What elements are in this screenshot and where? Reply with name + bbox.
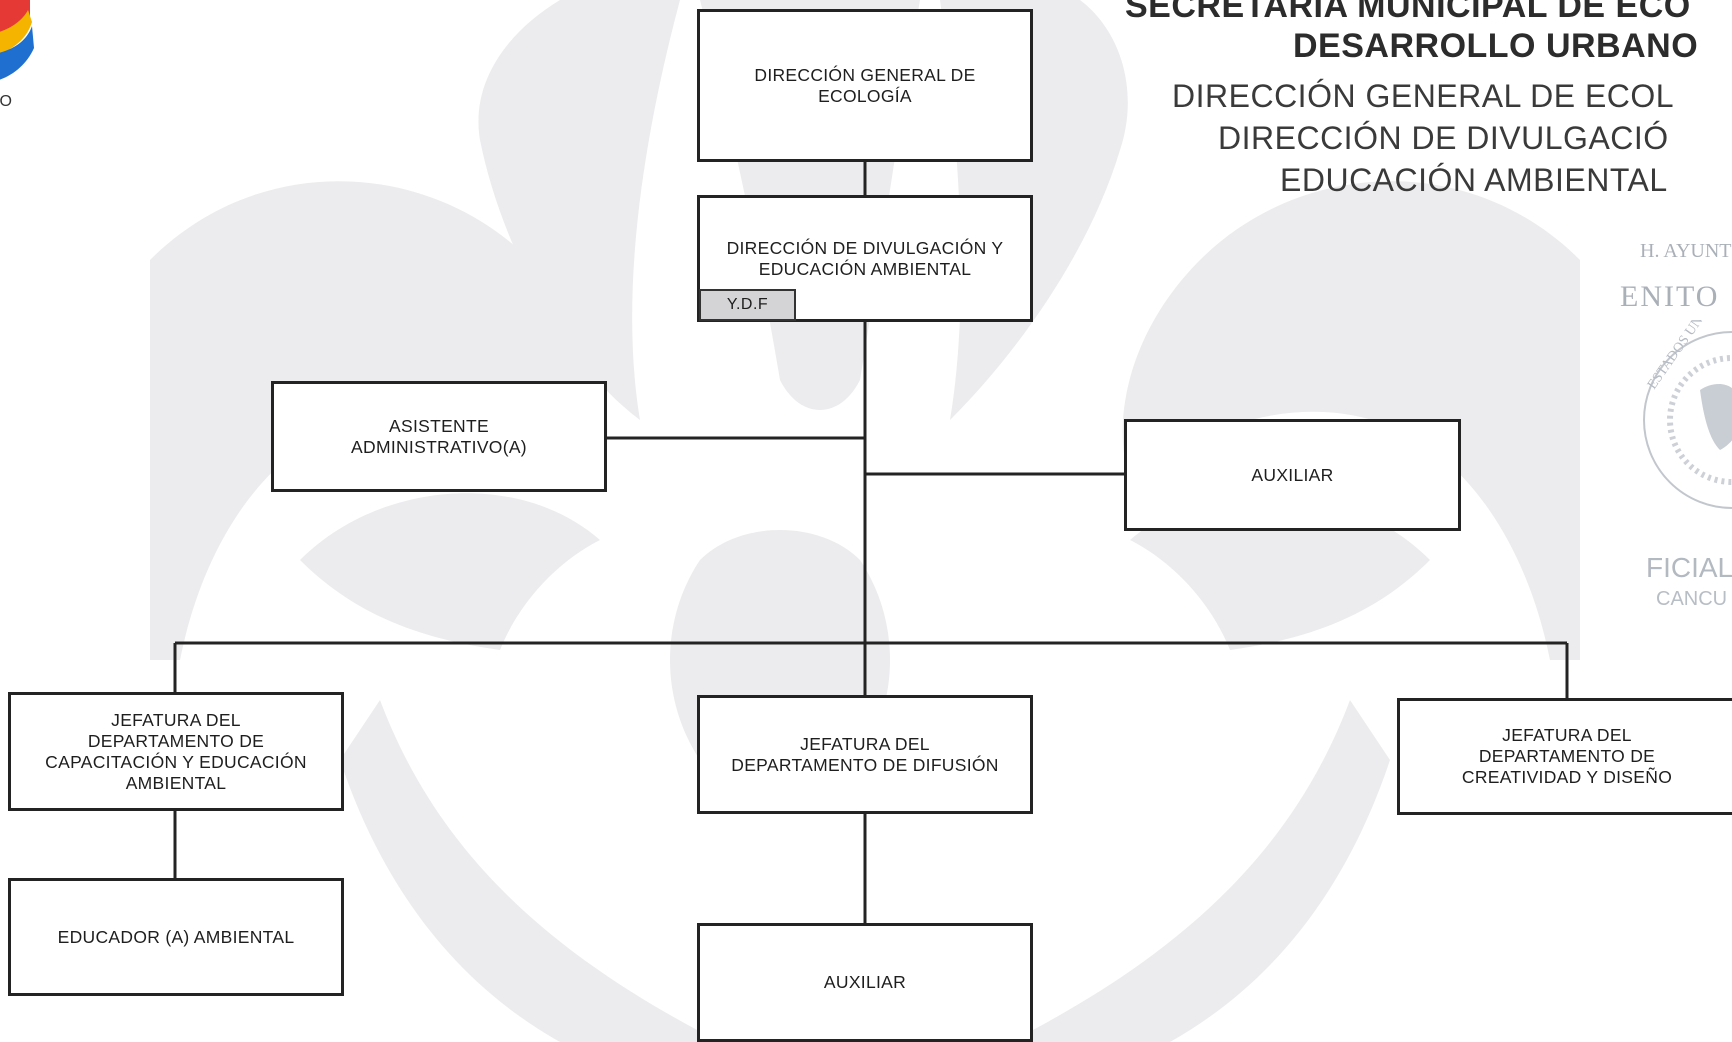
seal-text-benito: ENITO — [1620, 280, 1720, 313]
redacted-tag: Y.D.F — [699, 289, 796, 321]
logo-icon: EZ DO — [0, 0, 34, 110]
box-text-line: DIRECCIÓN DE DIVULGACIÓN Y — [726, 238, 1004, 258]
box-asistente-administrativo: ASISTENTE ADMINISTRATIVO(A) — [271, 381, 607, 492]
box-text-line: ECOLOGÍA — [818, 85, 912, 106]
header-educacion-ambiental: EDUCACIÓN AMBIENTAL — [1280, 162, 1668, 198]
box-text-line: AMBIENTAL — [125, 772, 227, 793]
header-direccion-divulgacion: DIRECCIÓN DE DIVULGACIÓ — [1218, 120, 1669, 156]
official-seal: H. AYUNT ENITO ESTADOS UNI FICIAL CANCU — [1600, 240, 1732, 620]
seal-ring-text: ESTADOS UNI — [1645, 320, 1709, 392]
box-direccion-general-ecologia: DIRECCIÓN GENERAL DE ECOLOGÍA — [697, 9, 1033, 162]
header-secretaria-title: SECRETARÍA MUNICIPAL DE ECO — [1125, 0, 1691, 25]
box-text-line: JEFATURA DEL — [800, 733, 930, 754]
box-text-line: EDUCACIÓN AMBIENTAL — [758, 259, 972, 279]
box-text-line: JEFATURA DEL — [111, 709, 241, 730]
box-text-line: ASISTENTE — [389, 415, 489, 436]
box-auxiliar-right: AUXILIAR — [1124, 419, 1461, 531]
seal-emblem-icon: ESTADOS UNI — [1643, 320, 1732, 509]
box-text-line: DEPARTAMENTO DE — [87, 730, 265, 751]
box-educador-ambiental: EDUCADOR (A) AMBIENTAL — [8, 878, 344, 996]
header-desarrollo-urbano: DESARROLLO URBANO — [1293, 27, 1699, 65]
header-direccion-general: DIRECCIÓN GENERAL DE ECOL — [1172, 78, 1675, 114]
seal-text-cancun: CANCU — [1656, 588, 1728, 610]
box-text-line: AUXILIAR — [823, 972, 907, 992]
box-text-line: EDUCADOR (A) AMBIENTAL — [57, 926, 295, 947]
logo-fragment: DO — [0, 93, 12, 110]
box-jefatura-capacitacion: JEFATURA DEL DEPARTAMENTO DE CAPACITACIÓ… — [8, 692, 344, 811]
seal-text-ayuntamiento: H. AYUNT — [1640, 240, 1732, 262]
box-text-line: DEPARTAMENTO DE DIFUSIÓN — [731, 754, 999, 775]
box-text-line: JEFATURA DEL — [1502, 725, 1632, 745]
box-text-line: AUXILIAR — [1251, 464, 1334, 485]
box-jefatura-creatividad: JEFATURA DEL DEPARTAMENTO DE CREATIVIDAD… — [1397, 698, 1732, 815]
box-text-line: ADMINISTRATIVO(A) — [351, 436, 527, 457]
box-text-line: CREATIVIDAD Y DISEÑO — [1461, 767, 1673, 787]
box-text-line: CAPACITACIÓN Y EDUCACIÓN — [45, 751, 307, 772]
box-auxiliar-bottom: AUXILIAR — [697, 923, 1033, 1042]
box-text-line: DEPARTAMENTO DE — [1478, 746, 1656, 766]
box-text-line: DIRECCIÓN GENERAL DE — [754, 64, 976, 85]
box-jefatura-difusion: JEFATURA DEL DEPARTAMENTO DE DIFUSIÓN — [697, 695, 1033, 814]
seal-text-oficial: FICIAL — [1646, 552, 1732, 583]
